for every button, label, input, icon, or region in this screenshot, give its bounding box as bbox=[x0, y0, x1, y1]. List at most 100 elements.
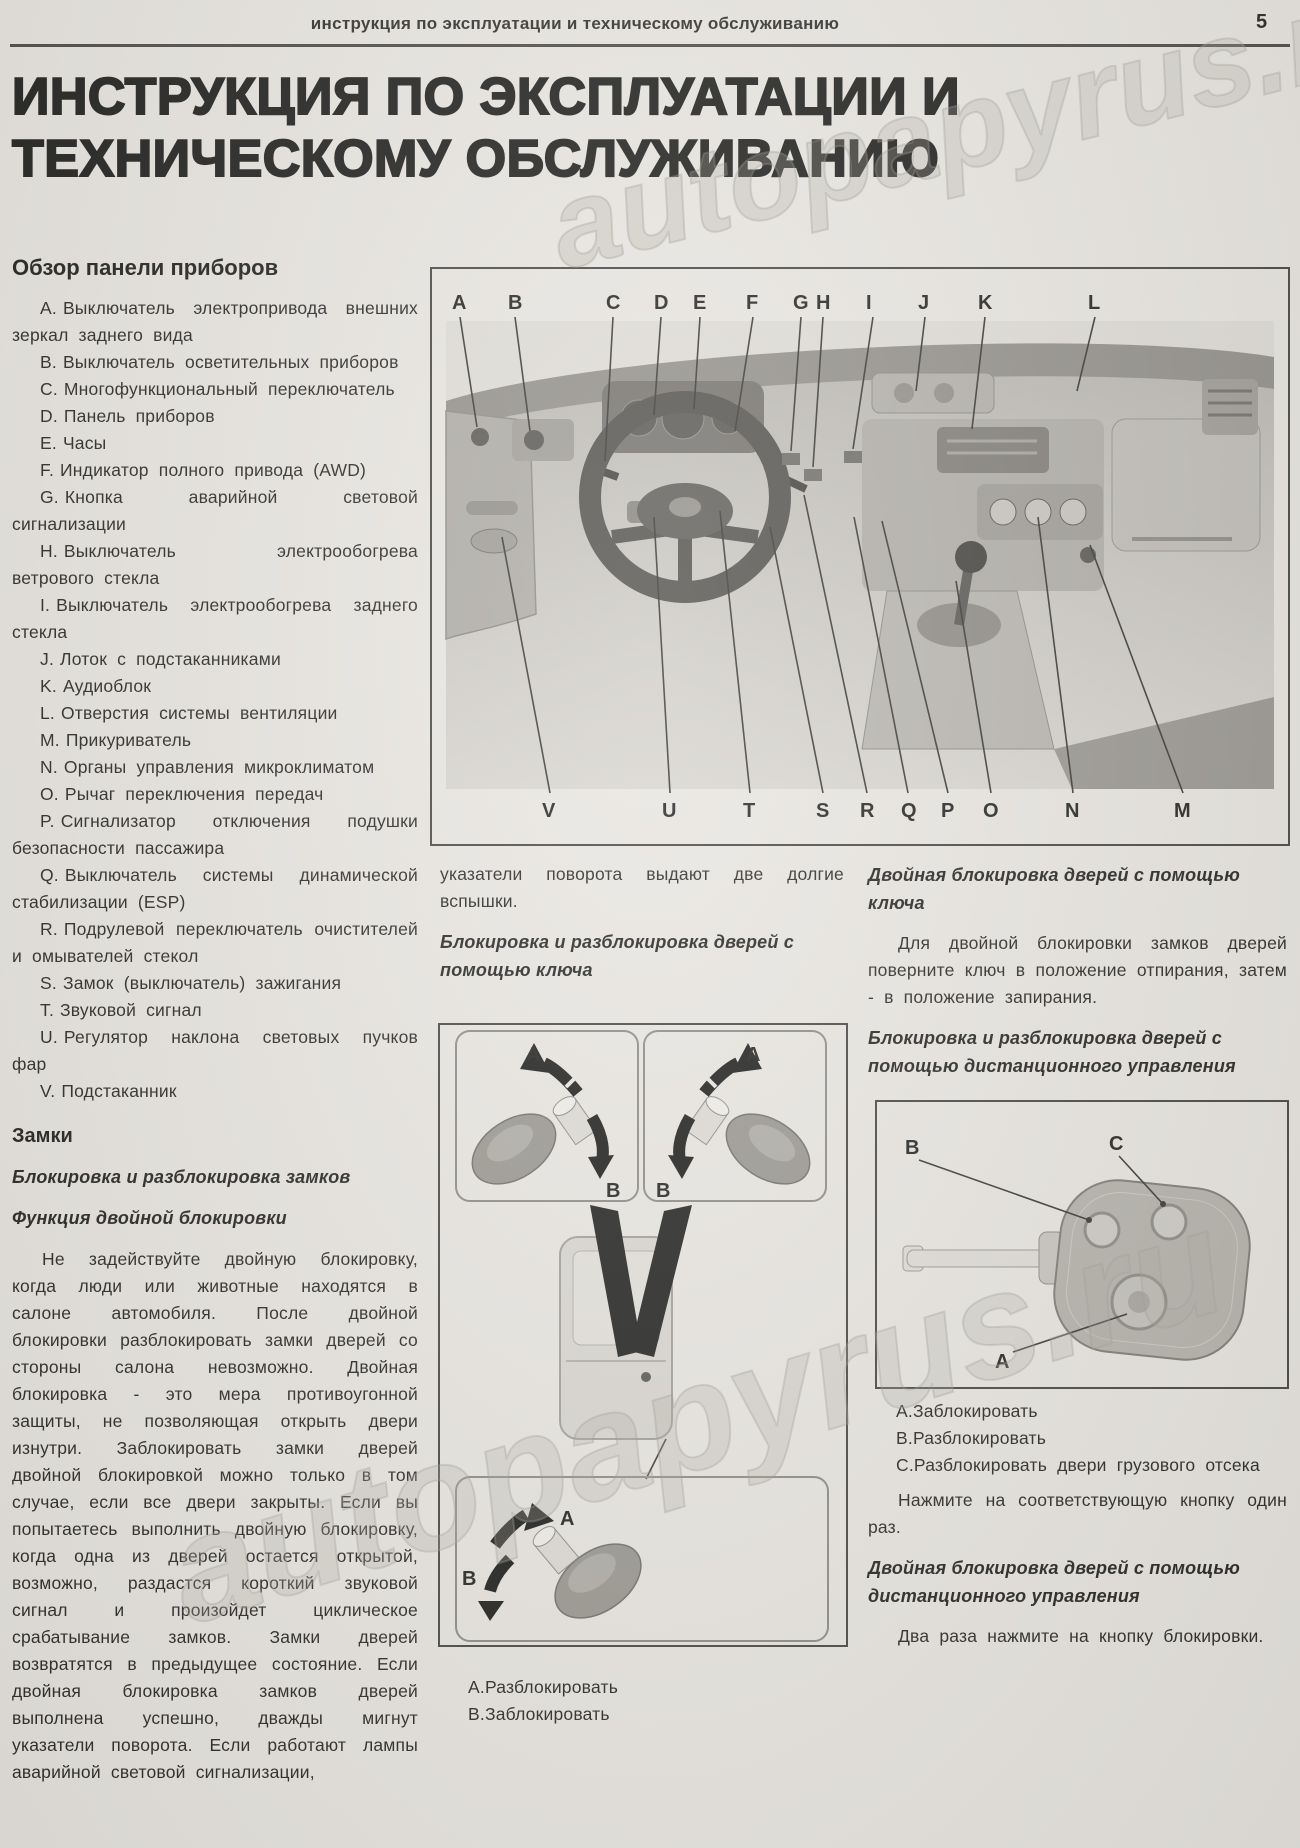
list-item-text: Аудиоблок bbox=[62, 676, 152, 696]
list-item-key: O. bbox=[40, 784, 59, 804]
list-item-text: Подрулевой переключатель очистителей и о… bbox=[12, 919, 418, 966]
lock-cylinder bbox=[532, 1525, 580, 1575]
pointer-wedge bbox=[630, 1205, 692, 1357]
lock-button bbox=[1083, 1211, 1121, 1249]
figure-label: H bbox=[816, 292, 830, 314]
list-item-key: T. bbox=[40, 1000, 55, 1020]
list-item-text: Подстаканник bbox=[61, 1081, 177, 1101]
list-item: D.Панель приборов bbox=[12, 403, 418, 430]
figure-label: C bbox=[1109, 1133, 1123, 1155]
tray-cupholders bbox=[871, 372, 995, 414]
list-item-text: Сигнализатор отключения подушки безопасн… bbox=[12, 811, 418, 858]
legend-key: C. bbox=[896, 1455, 914, 1475]
key-highlight bbox=[486, 1124, 534, 1162]
panel-bottom bbox=[455, 1476, 829, 1642]
arrow-stripe bbox=[704, 1075, 718, 1089]
figure-label: B bbox=[905, 1137, 919, 1159]
press-button-paragraph: Нажмите на соответствующую кнопку один р… bbox=[868, 1490, 1287, 1537]
dashboard-legend-list: A.Выключатель электропривода внешних зер… bbox=[12, 295, 418, 1105]
leader-Q bbox=[853, 516, 909, 794]
connector-line bbox=[645, 1438, 667, 1480]
list-item: S.Замок (выключатель) зажигания bbox=[12, 970, 418, 997]
figure-label: F bbox=[746, 292, 758, 314]
dash-top-band bbox=[446, 343, 1274, 439]
list-item-key: M. bbox=[40, 730, 60, 750]
figure-label: A bbox=[746, 1044, 760, 1066]
leader-A bbox=[459, 316, 478, 428]
left-column: Обзор панели приборов A.Выключатель элек… bbox=[12, 254, 418, 1786]
list-item: V.Подстаканник bbox=[12, 1078, 418, 1105]
gear-knob bbox=[955, 541, 987, 573]
figure-label: P bbox=[941, 800, 954, 822]
audio-unit bbox=[937, 427, 1049, 473]
key-blade bbox=[906, 1249, 1048, 1268]
leader-V bbox=[501, 536, 551, 794]
list-item: M.Прикуриватель bbox=[12, 727, 418, 754]
dashboard-illustration: A B C D E F G H I J K L V U T S R Q P O … bbox=[445, 292, 1274, 822]
leader-J bbox=[915, 316, 926, 392]
list-item: B.Выключатель осветительных приборов bbox=[12, 349, 418, 376]
figure-label: I bbox=[866, 292, 872, 314]
list-item-key: J. bbox=[40, 649, 55, 669]
figure-label: A bbox=[995, 1351, 1009, 1373]
remote-key-legend: A.Заблокировать B.Разблокировать C.Разбл… bbox=[868, 1398, 1287, 1479]
fob-body bbox=[1053, 1179, 1251, 1361]
list-item: P.Сигнализатор отключения подушки безопа… bbox=[12, 808, 418, 862]
list-item-key: L. bbox=[40, 703, 55, 723]
figure-label: C bbox=[606, 292, 620, 314]
subheading-remote-double-lock: Двойная блокировка дверей с помощью дист… bbox=[868, 1558, 1241, 1606]
list-item-text: Кнопка аварийной световой сигнализации bbox=[12, 487, 418, 534]
legend-item: A.Разблокировать bbox=[440, 1674, 844, 1701]
figure-label: A bbox=[452, 292, 466, 314]
mirror-switch bbox=[471, 428, 489, 446]
page-title-line2: ТЕХНИЧЕСКОМУ ОБСЛУЖИВАНИЮ bbox=[11, 129, 940, 189]
legend-list: A.Разблокировать B.Заблокировать bbox=[440, 1674, 844, 1728]
list-item-text: Отверстия системы вентиляции bbox=[61, 703, 338, 723]
list-item: E.Часы bbox=[12, 430, 418, 457]
key-highlight bbox=[568, 1553, 616, 1593]
lock-cylinder bbox=[684, 1096, 730, 1146]
leader-C bbox=[604, 316, 614, 462]
key-highlight bbox=[748, 1124, 796, 1162]
legend-text: Заблокировать bbox=[484, 1704, 610, 1724]
legend-item: A.Заблокировать bbox=[868, 1398, 1287, 1425]
list-item-key: C. bbox=[40, 379, 58, 399]
subheading-double-lock-key: Двойная блокировка дверей с помощью ключ… bbox=[868, 865, 1241, 913]
leader-I bbox=[852, 316, 874, 450]
cupholder bbox=[894, 383, 914, 403]
subheading-lock-unlock: Блокировка и разблокировка замков bbox=[12, 1167, 351, 1187]
list-item-key: P. bbox=[40, 811, 55, 831]
key-lock-legend: A.Разблокировать B.Заблокировать bbox=[440, 1674, 844, 1728]
leader-D bbox=[653, 316, 662, 416]
brand-badge bbox=[669, 497, 701, 517]
rotate-arrow bbox=[490, 1509, 530, 1549]
driver-door bbox=[445, 410, 537, 641]
leader-P bbox=[881, 520, 949, 794]
remote-key-illustration: B C A bbox=[902, 1133, 1251, 1373]
side-vent bbox=[1202, 379, 1258, 435]
figure-label: O bbox=[983, 800, 999, 822]
leader-S bbox=[769, 526, 824, 794]
list-item-text: Рычаг переключения передач bbox=[64, 784, 324, 804]
figure-label: N bbox=[1065, 800, 1079, 822]
arrow-down-icon bbox=[668, 1155, 694, 1179]
list-item-text: Часы bbox=[62, 433, 107, 453]
figure-label: G bbox=[793, 292, 809, 314]
rotate-arrow bbox=[541, 1057, 583, 1097]
legend-key: A. bbox=[468, 1677, 485, 1697]
leader-H bbox=[812, 316, 824, 468]
figure-label: R bbox=[860, 800, 875, 822]
list-item-key: H. bbox=[40, 541, 58, 561]
door-lock-point bbox=[641, 1372, 651, 1382]
list-item: T.Звуковой сигнал bbox=[12, 997, 418, 1024]
list-item-key: G. bbox=[40, 487, 59, 507]
remote-key-figure: B C A bbox=[875, 1100, 1289, 1389]
steering-wheel bbox=[579, 391, 791, 603]
legend-item: B.Разблокировать bbox=[868, 1425, 1287, 1452]
list-item-text: Выключатель системы динамической стабили… bbox=[12, 865, 418, 912]
cupholder bbox=[934, 383, 954, 403]
hazard-button bbox=[782, 453, 800, 465]
rotate-arrow bbox=[484, 1554, 515, 1593]
climate-knob bbox=[1024, 498, 1052, 526]
panel-right bbox=[643, 1030, 827, 1202]
